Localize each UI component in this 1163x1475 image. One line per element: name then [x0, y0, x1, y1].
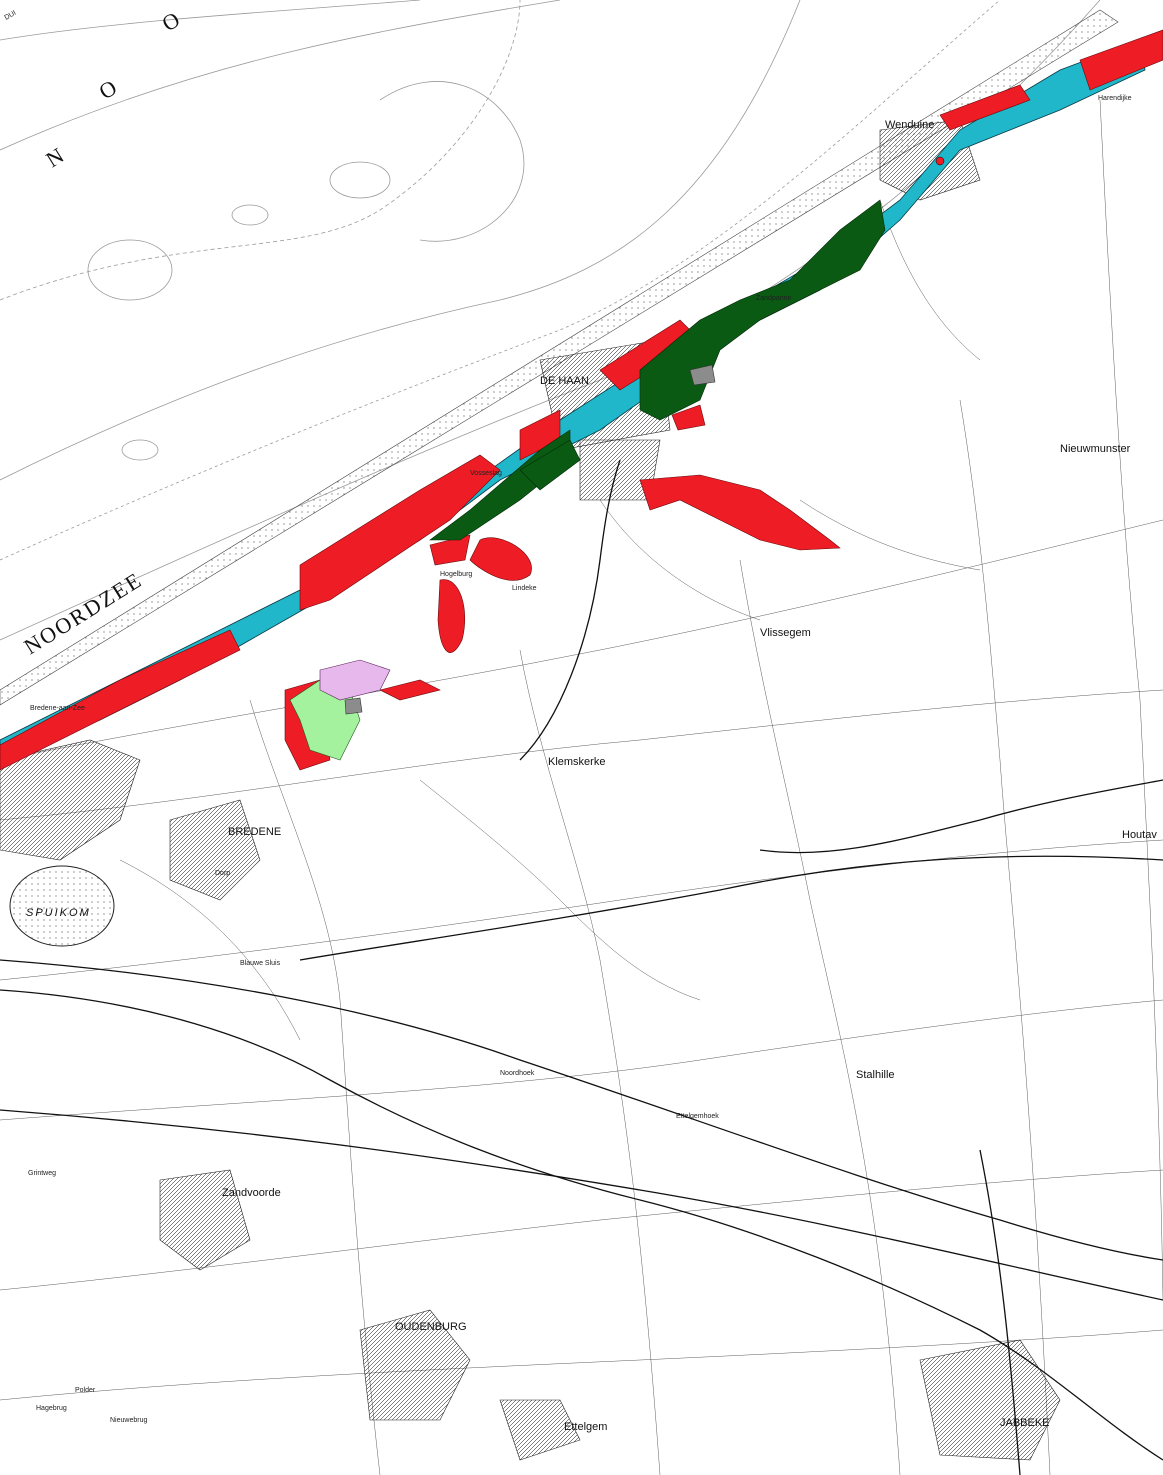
town-wenduine[interactable]: Wenduine	[885, 119, 934, 131]
place-bredene-aan-zee: Bredene-aan-Zee	[30, 705, 85, 712]
place-lindeke: Lindeke	[512, 585, 537, 592]
gray-zones	[344, 364, 716, 715]
town-ettelgem[interactable]: Ettelgem	[564, 1421, 607, 1433]
place-hogelburg: Hogelburg	[440, 571, 472, 578]
place-vosseslag: Vosseslag	[470, 470, 502, 477]
place-hagebrug: Hagebrug	[36, 1405, 67, 1412]
parcel-lines	[0, 99, 1163, 1475]
town-zandvoorde[interactable]: Zandvoorde	[222, 1187, 281, 1199]
place-dorp: Dorp	[215, 870, 230, 877]
town-houtave[interactable]: Houtav	[1122, 829, 1157, 841]
landmark-dot	[935, 156, 945, 166]
place-zandpanne: Zandpanne	[756, 295, 792, 302]
place-nieuwebrug: Nieuwebrug	[110, 1417, 147, 1424]
place-harendijke: Harendijke	[1098, 95, 1132, 102]
place-noordhoek: Noordhoek	[500, 1070, 535, 1077]
town-klemskerke[interactable]: Klemskerke	[548, 756, 605, 768]
town-vlissegem[interactable]: Vlissegem	[760, 627, 811, 639]
place-grintweg: Grintweg	[28, 1170, 56, 1177]
forest-zones-green[interactable]	[429, 199, 886, 541]
town-jabbeke[interactable]: JABBEKE	[1000, 1417, 1050, 1429]
place-ettelgemhoek: Ettelgemhoek	[676, 1113, 719, 1120]
town-oudenburg[interactable]: OUDENBURG	[395, 1321, 467, 1333]
town-nieuwmunster[interactable]: Nieuwmunster	[1060, 443, 1131, 455]
place-blauwe-sluis: Blauwe Sluis	[240, 960, 281, 967]
town-bredene[interactable]: BREDENE	[228, 826, 281, 838]
town-de-haan[interactable]: DE HAAN	[540, 375, 589, 387]
spuikom-lake	[9, 865, 115, 947]
town-stalhille[interactable]: Stalhille	[856, 1069, 895, 1081]
park-zone-lilac[interactable]	[319, 659, 391, 701]
place-polder: Polder	[75, 1387, 96, 1394]
town-spuikom: SPUIKOM	[26, 907, 91, 919]
